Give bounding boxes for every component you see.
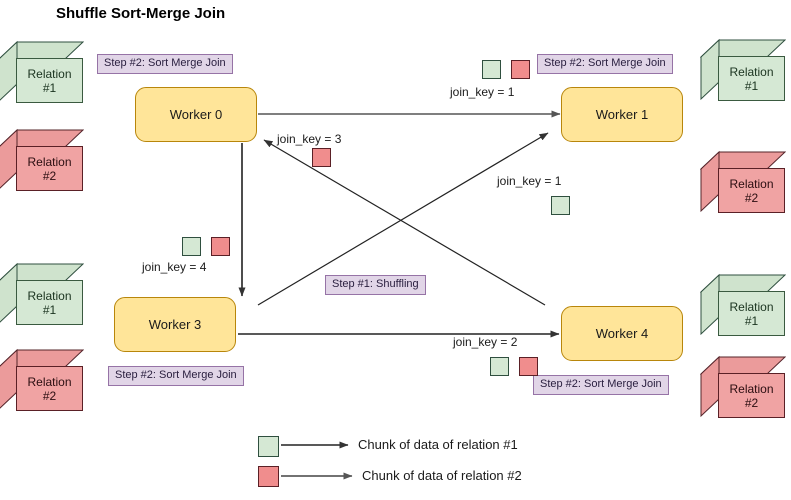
relation-label-line1: Relation (27, 66, 72, 81)
join-key-label-4: join_key = 4 (142, 260, 207, 274)
relation-2-right-bottom: Relation #2 (700, 355, 786, 419)
worker-1-node[interactable]: Worker 1 (561, 87, 683, 142)
chunk-red-jk3 (312, 148, 331, 167)
relation-1-right-bottom: Relation #1 (700, 273, 786, 337)
chunk-green-jk2 (490, 357, 509, 376)
join-key-label-3: join_key = 3 (277, 132, 342, 146)
cube-3d-faces (0, 128, 84, 189)
chunk-red-jk2 (519, 357, 538, 376)
cube-3d-faces (700, 355, 786, 418)
relation-label-line2: #1 (42, 80, 57, 95)
relation-label-line1: Relation (729, 176, 774, 191)
relation-1-left-top: Relation #1 (0, 40, 84, 104)
relation-label-line2: #2 (42, 168, 57, 183)
legend-swatch-relation2 (258, 466, 279, 487)
relation-label-line2: #2 (744, 190, 759, 205)
relation-label: Relation #2 (718, 168, 785, 213)
relation-label-line1: Relation (729, 381, 774, 396)
join-key-label-1b: join_key = 1 (497, 174, 562, 188)
relation-label-line2: #1 (744, 78, 759, 93)
relation-label: Relation #1 (718, 291, 785, 336)
relation-label-line1: Relation (27, 374, 72, 389)
relation-1-right-top: Relation #1 (700, 38, 786, 102)
cube-3d-faces (700, 273, 786, 336)
relation-label: Relation #1 (16, 280, 83, 325)
page-title: Shuffle Sort-Merge Join (56, 5, 226, 22)
relation-2-left-bottom: Relation #2 (0, 348, 84, 412)
chunk-green-jk1b (551, 196, 570, 215)
chunk-green-jk1-top (482, 60, 501, 79)
join-key-label-1: join_key = 1 (450, 85, 515, 99)
relation-label-line1: Relation (729, 299, 774, 314)
worker-4-node[interactable]: Worker 4 (561, 306, 683, 361)
relation-label-line1: Relation (729, 64, 774, 79)
relation-label-line2: #2 (42, 388, 57, 403)
chunk-green-jk4 (182, 237, 201, 256)
worker-0-node[interactable]: Worker 0 (135, 87, 257, 142)
step-label-shuffling: Step #1: Shuffling (325, 275, 426, 295)
relation-2-left-top: Relation #2 (0, 128, 84, 192)
join-key-label-2: join_key = 2 (453, 335, 518, 349)
relation-label: Relation #2 (16, 146, 83, 191)
step-label-worker3: Step #2: Sort Merge Join (108, 366, 244, 386)
relation-label-line1: Relation (27, 154, 72, 169)
step-label-worker0: Step #2: Sort Merge Join (97, 54, 233, 74)
worker-3-node[interactable]: Worker 3 (114, 297, 236, 352)
cube-3d-faces (700, 38, 786, 101)
relation-label: Relation #1 (718, 56, 785, 101)
step-label-worker4: Step #2: Sort Merge Join (533, 375, 669, 395)
relation-label: Relation #1 (16, 58, 83, 103)
chunk-red-jk1-top (511, 60, 530, 79)
relation-1-left-bottom: Relation #1 (0, 262, 84, 326)
relation-2-right-top: Relation #2 (700, 150, 786, 214)
relation-label-line2: #2 (744, 395, 759, 410)
cube-3d-faces (700, 150, 786, 213)
legend-label-relation2: Chunk of data of relation #2 (362, 468, 522, 483)
step-label-worker1: Step #2: Sort Merge Join (537, 54, 673, 74)
chunk-red-jk4 (211, 237, 230, 256)
cube-3d-faces (0, 40, 84, 101)
relation-label-line2: #1 (42, 302, 57, 317)
relation-label: Relation #2 (718, 373, 785, 418)
relation-label-line2: #1 (744, 313, 759, 328)
relation-label-line1: Relation (27, 288, 72, 303)
relation-label: Relation #2 (16, 366, 83, 411)
legend-label-relation1: Chunk of data of relation #1 (358, 437, 518, 452)
legend-swatch-relation1 (258, 436, 279, 457)
